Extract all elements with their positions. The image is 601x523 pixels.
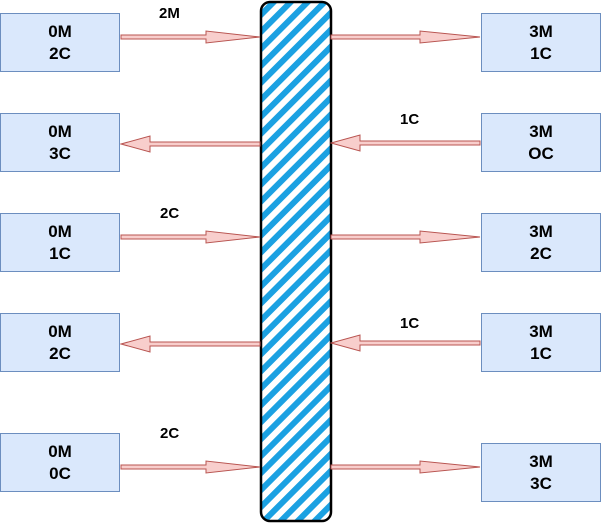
arrow-row3-right (330, 230, 481, 244)
right-state-box: 3M 1C (481, 13, 601, 72)
missionaries-count: 0M (48, 221, 72, 241)
arrow-row1-right (330, 30, 481, 44)
cannibals-count: 1C (49, 243, 71, 263)
left-state-box: 0M 1C (0, 213, 120, 272)
left-state-box: 0M 2C (0, 313, 120, 372)
missionaries-count: 0M (48, 121, 72, 141)
arrow-row2-left (119, 135, 261, 153)
right-state-box: 3M 3C (481, 443, 601, 502)
right-state-box: 3M 2C (481, 213, 601, 272)
missionaries-count: 3M (529, 221, 553, 241)
arrow-row5-left (120, 460, 261, 474)
cannibals-count: 2C (49, 43, 71, 63)
boat-load-label: 1C (400, 315, 420, 332)
right-state-box: 3M OC (481, 113, 601, 172)
missionaries-count: 0M (48, 21, 72, 41)
arrow-row4-right (329, 334, 481, 352)
cannibals-count: 0C (49, 463, 71, 483)
arrow-row3-left (120, 230, 261, 244)
arrow-row1-left (120, 30, 261, 44)
missionaries-count: 3M (529, 451, 553, 471)
missionaries-count: 3M (529, 21, 553, 41)
cannibals-count: 2C (530, 243, 552, 263)
cannibals-count: 2C (49, 343, 71, 363)
right-state-box: 3M 1C (481, 313, 601, 372)
left-state-box: 0M 3C (0, 113, 120, 172)
cannibals-count: 3C (49, 143, 71, 163)
boat-load-label: 2C (160, 205, 180, 222)
cannibals-count: 1C (530, 343, 552, 363)
missionaries-count: 0M (48, 441, 72, 461)
left-state-box: 0M 2C (0, 13, 120, 72)
cannibals-count: 1C (530, 43, 552, 63)
left-state-box: 0M 0C (0, 433, 120, 492)
arrow-row2-right (329, 134, 481, 152)
missionaries-count: 3M (529, 321, 553, 341)
boat-load-label: 2C (160, 425, 180, 442)
missionaries-count: 0M (48, 321, 72, 341)
cannibals-count: 3C (530, 473, 552, 493)
cannibals-count: OC (528, 143, 554, 163)
boat-load-label: 1C (400, 111, 420, 128)
river-band (259, 0, 333, 523)
arrow-row5-right (330, 460, 481, 474)
arrow-row4-left (119, 335, 261, 353)
missionaries-count: 3M (529, 121, 553, 141)
boat-load-label: 2M (159, 5, 180, 22)
